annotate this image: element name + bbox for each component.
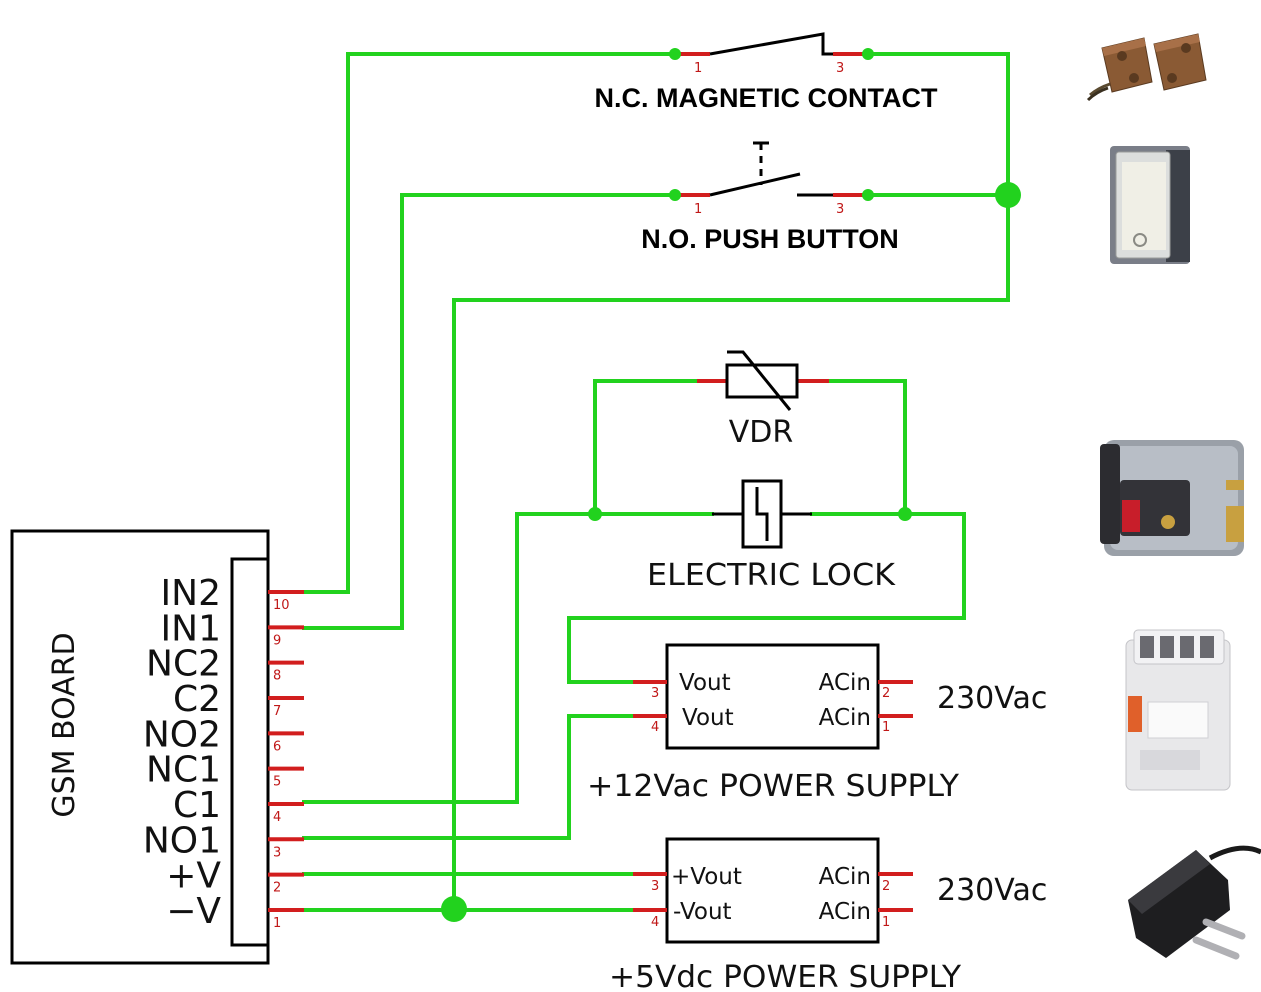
svg-text:ACin: ACin xyxy=(819,899,871,925)
wire-in1 xyxy=(302,193,677,630)
gsm-pin-number: 5 xyxy=(273,775,281,790)
gsm-pin-number: 9 xyxy=(273,633,281,648)
svg-text:3: 3 xyxy=(836,61,844,76)
svg-text:ACin: ACin xyxy=(819,705,871,731)
svg-text:ACin: ACin xyxy=(819,864,871,890)
gsm-terminal-label: IN2 xyxy=(161,573,221,614)
gsm-board-outline xyxy=(10,529,270,965)
gsm-terminal-label: +V xyxy=(166,856,221,897)
gsm-terminal-label: C1 xyxy=(173,785,221,826)
vdr-body xyxy=(725,363,799,399)
electric-lock-coil xyxy=(741,479,783,549)
svg-text:1: 1 xyxy=(694,61,702,76)
psu-12vac-mains: 230Vac xyxy=(937,681,1047,716)
svg-text:+Vout: +Vout xyxy=(671,864,742,890)
wires xyxy=(302,52,1010,912)
svg-text:2: 2 xyxy=(882,686,890,701)
junction-ground xyxy=(441,896,467,922)
gsm-terminal-label: NO2 xyxy=(143,714,221,755)
wire-vdr-left xyxy=(593,379,699,516)
wire-lock-right xyxy=(567,512,966,684)
wire-c1 xyxy=(302,512,519,804)
psu-5vdc-body xyxy=(665,837,880,944)
gsm-terminal-label: −V xyxy=(166,891,221,932)
svg-text:1: 1 xyxy=(882,915,890,930)
junction-top-right xyxy=(995,182,1021,208)
electric-lock: ELECTRIC LOCK xyxy=(647,479,896,593)
gsm-pin-number: 6 xyxy=(273,739,281,754)
junction-lock-left xyxy=(588,507,602,521)
electric-lock-picture xyxy=(1100,440,1244,556)
svg-text:3: 3 xyxy=(836,202,844,217)
gsm-pin-number: 10 xyxy=(273,598,290,613)
gsm-board: GSM BOARD 10 IN2 9 IN1 8 NC2 7 C2 6 NO2 5 NC1 4 C1 3 NO… xyxy=(10,529,304,965)
gsm-pin-number: 4 xyxy=(273,810,281,825)
gsm-pin-number: 3 xyxy=(273,845,281,860)
push-button: 1 3 N.O. PUSH BUTTON xyxy=(641,141,899,254)
svg-text:Vout: Vout xyxy=(679,670,731,696)
transformer-picture xyxy=(1125,629,1231,791)
nc-switch-symbol xyxy=(709,32,833,56)
svg-text:1: 1 xyxy=(694,202,702,217)
psu-5vdc-label: +5Vdc POWER SUPPLY xyxy=(609,960,962,992)
psu-5vdc-mains: 230Vac xyxy=(937,873,1047,908)
gsm-pin-number: 8 xyxy=(273,669,281,684)
gsm-terminal-label: NC2 xyxy=(146,644,221,685)
svg-text:3: 3 xyxy=(651,879,659,894)
vdr-label: VDR xyxy=(729,415,793,450)
gsm-pin-number: 7 xyxy=(273,704,281,719)
gsm-pin-number: 2 xyxy=(273,881,281,896)
gsm-terminal-label: C2 xyxy=(173,679,221,720)
svg-text:4: 4 xyxy=(651,915,659,930)
svg-text:ACin: ACin xyxy=(819,670,871,696)
svg-text:-Vout: -Vout xyxy=(673,899,732,925)
magnetic-contact: 1 3 N.C. MAGNETIC CONTACT xyxy=(595,32,938,113)
gsm-terminal-label: NO1 xyxy=(143,820,221,861)
gsm-board-title: GSM BOARD xyxy=(47,632,82,817)
wire-in2 xyxy=(302,52,677,594)
svg-text:Vout: Vout xyxy=(682,705,734,731)
psu-12vac-body xyxy=(665,643,880,750)
wire-vdr-right xyxy=(827,379,907,516)
psu-5vdc: 3 4 2 1 +Vout -Vout ACin ACin 230Vac +5V… xyxy=(609,837,1047,992)
push-button-label: N.O. PUSH BUTTON xyxy=(641,224,899,254)
svg-text:3: 3 xyxy=(651,686,659,701)
magnetic-contact-picture xyxy=(1086,33,1207,102)
gsm-terminal-label: NC1 xyxy=(146,750,221,791)
push-button-picture xyxy=(1110,146,1190,264)
junction-lock-right xyxy=(898,507,912,521)
psu-12vac-label: +12Vac POWER SUPPLY xyxy=(587,769,960,804)
svg-text:4: 4 xyxy=(651,720,659,735)
wire-common-bus xyxy=(452,52,1010,912)
psu-12vac: 3 4 2 1 Vout Vout ACin ACin 230Vac +12Va… xyxy=(587,643,1047,804)
svg-text:2: 2 xyxy=(882,879,890,894)
wire-no1 xyxy=(302,714,635,840)
vdr: VDR xyxy=(697,350,829,450)
svg-text:1: 1 xyxy=(882,720,890,735)
magnetic-contact-label: N.C. MAGNETIC CONTACT xyxy=(595,83,938,113)
electric-lock-label: ELECTRIC LOCK xyxy=(647,558,896,593)
wall-adapter-picture xyxy=(1128,845,1261,960)
gsm-terminal-label: IN1 xyxy=(161,608,221,649)
gsm-pin-number: 1 xyxy=(273,916,281,931)
gsm-connector xyxy=(230,557,270,947)
